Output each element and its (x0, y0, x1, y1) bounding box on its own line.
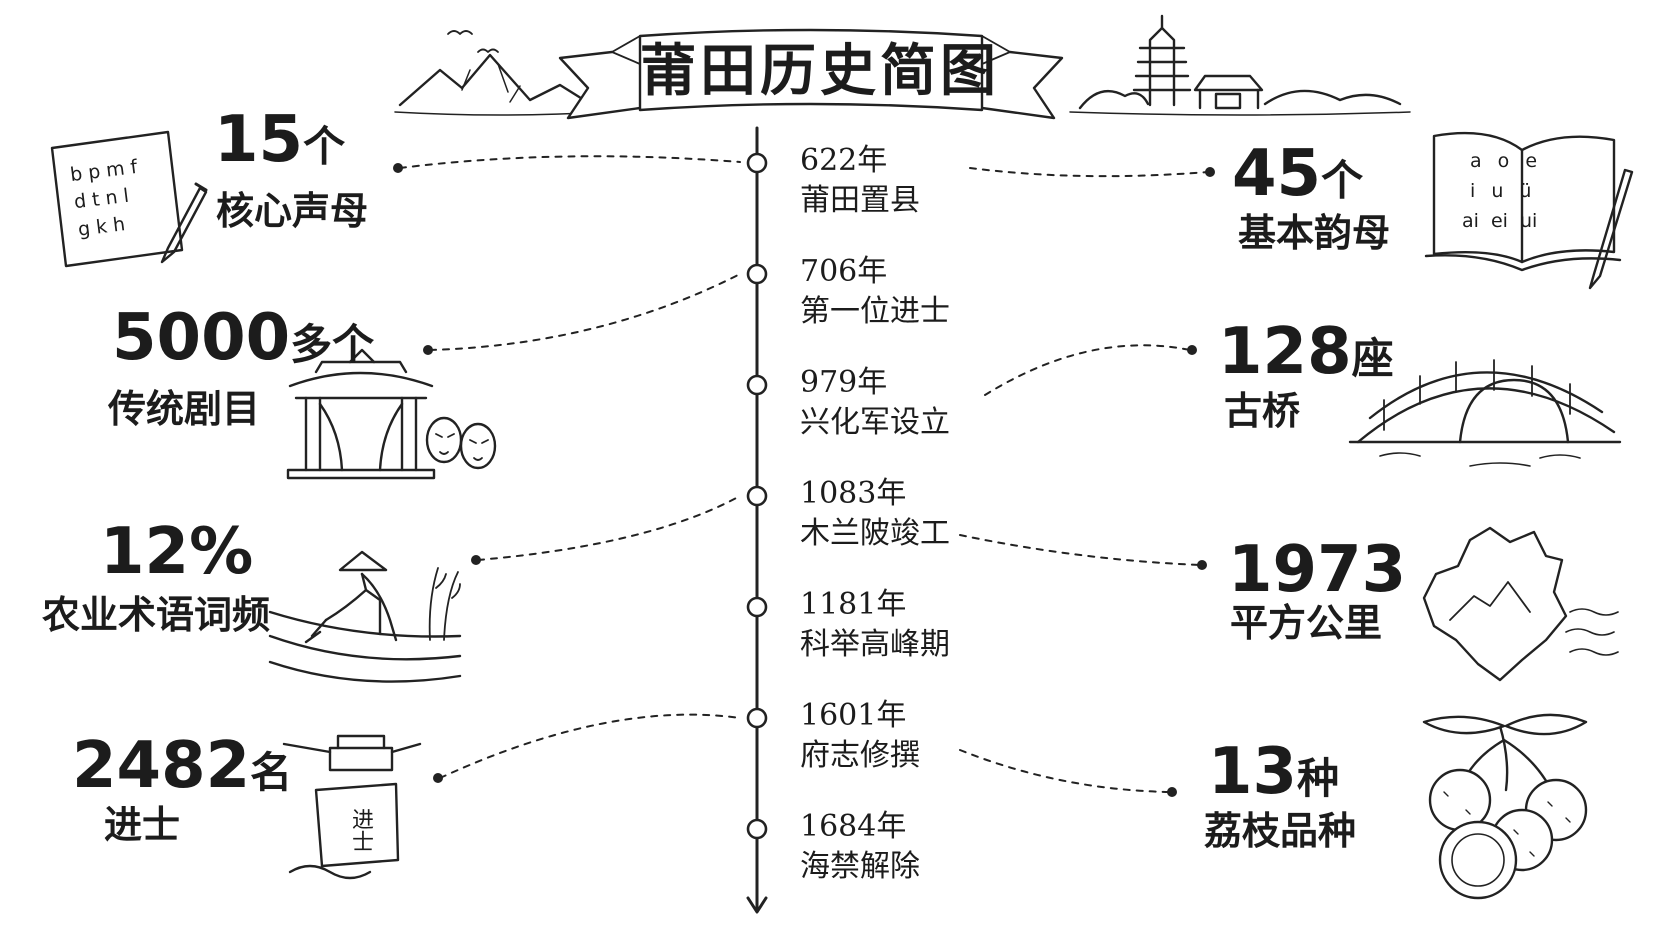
stat-value: 13 (1208, 735, 1298, 809)
stat-unit: 个 (303, 122, 346, 171)
stat-unit: 名 (250, 748, 293, 797)
timeline-year: 1083年 (800, 476, 907, 511)
timeline-year: 1181年 (800, 587, 907, 622)
vowel-letters: ai ei ui (1462, 210, 1538, 232)
stat-value-group: 1973 (1228, 538, 1406, 602)
timeline-event: 府志修撰 (800, 738, 920, 773)
scroll-text: 进士 (348, 808, 373, 852)
stat-value-group: 5000多个 (112, 306, 374, 372)
stat-unit: 多个 (290, 320, 375, 369)
timeline-year: 1684年 (800, 809, 907, 844)
stat-label: 核心声母 (216, 189, 369, 233)
stat-label: 农业术语词频 (42, 593, 271, 637)
page-title: 莆田历史简图 (640, 38, 1000, 104)
vowel-letters: i u ü (1470, 180, 1532, 202)
stat-label: 荔枝品种 (1204, 809, 1357, 853)
timeline-year: 706年 (800, 254, 888, 289)
opera-stage-icon (286, 348, 497, 480)
open-book-icon (1424, 131, 1634, 290)
stat-value-group: 45个 (1232, 142, 1363, 208)
timeline-arrowhead (746, 896, 768, 914)
timeline-year: 622年 (800, 143, 888, 178)
timeline-nodes (746, 152, 768, 840)
title-banner (558, 28, 1064, 120)
timeline-event: 兴化军设立 (800, 405, 950, 440)
lychee-icon (1422, 713, 1588, 900)
stat-label: 平方公里 (1230, 601, 1383, 645)
stat-value: 12% (100, 515, 254, 589)
stat-label: 传统剧目 (108, 387, 261, 431)
connector-dots (393, 163, 1215, 797)
farmer-field-icon (268, 550, 462, 683)
stat-unit: 座 (1351, 334, 1394, 383)
timeline-event: 莆田置县 (800, 183, 920, 218)
stone-bridge-icon (1348, 359, 1622, 467)
vowel-letters: a o e (1470, 150, 1538, 172)
timeline-year: 1601年 (800, 698, 907, 733)
stat-value: 15 (214, 103, 304, 177)
stat-value: 1973 (1228, 533, 1407, 607)
stat-unit: 个 (1321, 156, 1364, 205)
pinyin-initials-card-icon (50, 130, 208, 268)
timeline-year: 979年 (800, 365, 888, 400)
stat-value: 2482 (72, 729, 251, 803)
stat-value-group: 15个 (214, 108, 345, 174)
connector-lines (399, 155, 1209, 793)
stat-value: 128 (1218, 315, 1352, 389)
stat-label: 古桥 (1224, 389, 1301, 433)
stat-value-group: 128座 (1218, 320, 1394, 386)
stat-value-group: 12% (100, 520, 253, 584)
stat-unit: 种 (1297, 754, 1340, 803)
map-outline-icon (1422, 526, 1619, 682)
stat-value-group: 13种 (1208, 740, 1339, 806)
timeline-event: 科举高峰期 (800, 627, 950, 662)
stat-label: 基本韵母 (1238, 211, 1391, 255)
stat-value-group: 2482名 (72, 734, 292, 800)
pagoda-temple-decoration (1069, 14, 1411, 116)
scroll-hat-icon (282, 734, 422, 880)
timeline-event: 第一位进士 (800, 294, 950, 329)
timeline-event: 海禁解除 (800, 849, 920, 884)
stat-value: 5000 (112, 301, 291, 375)
stat-label: 进士 (104, 803, 181, 847)
timeline-event: 木兰陂竣工 (800, 516, 950, 551)
stat-value: 45 (1232, 137, 1322, 211)
